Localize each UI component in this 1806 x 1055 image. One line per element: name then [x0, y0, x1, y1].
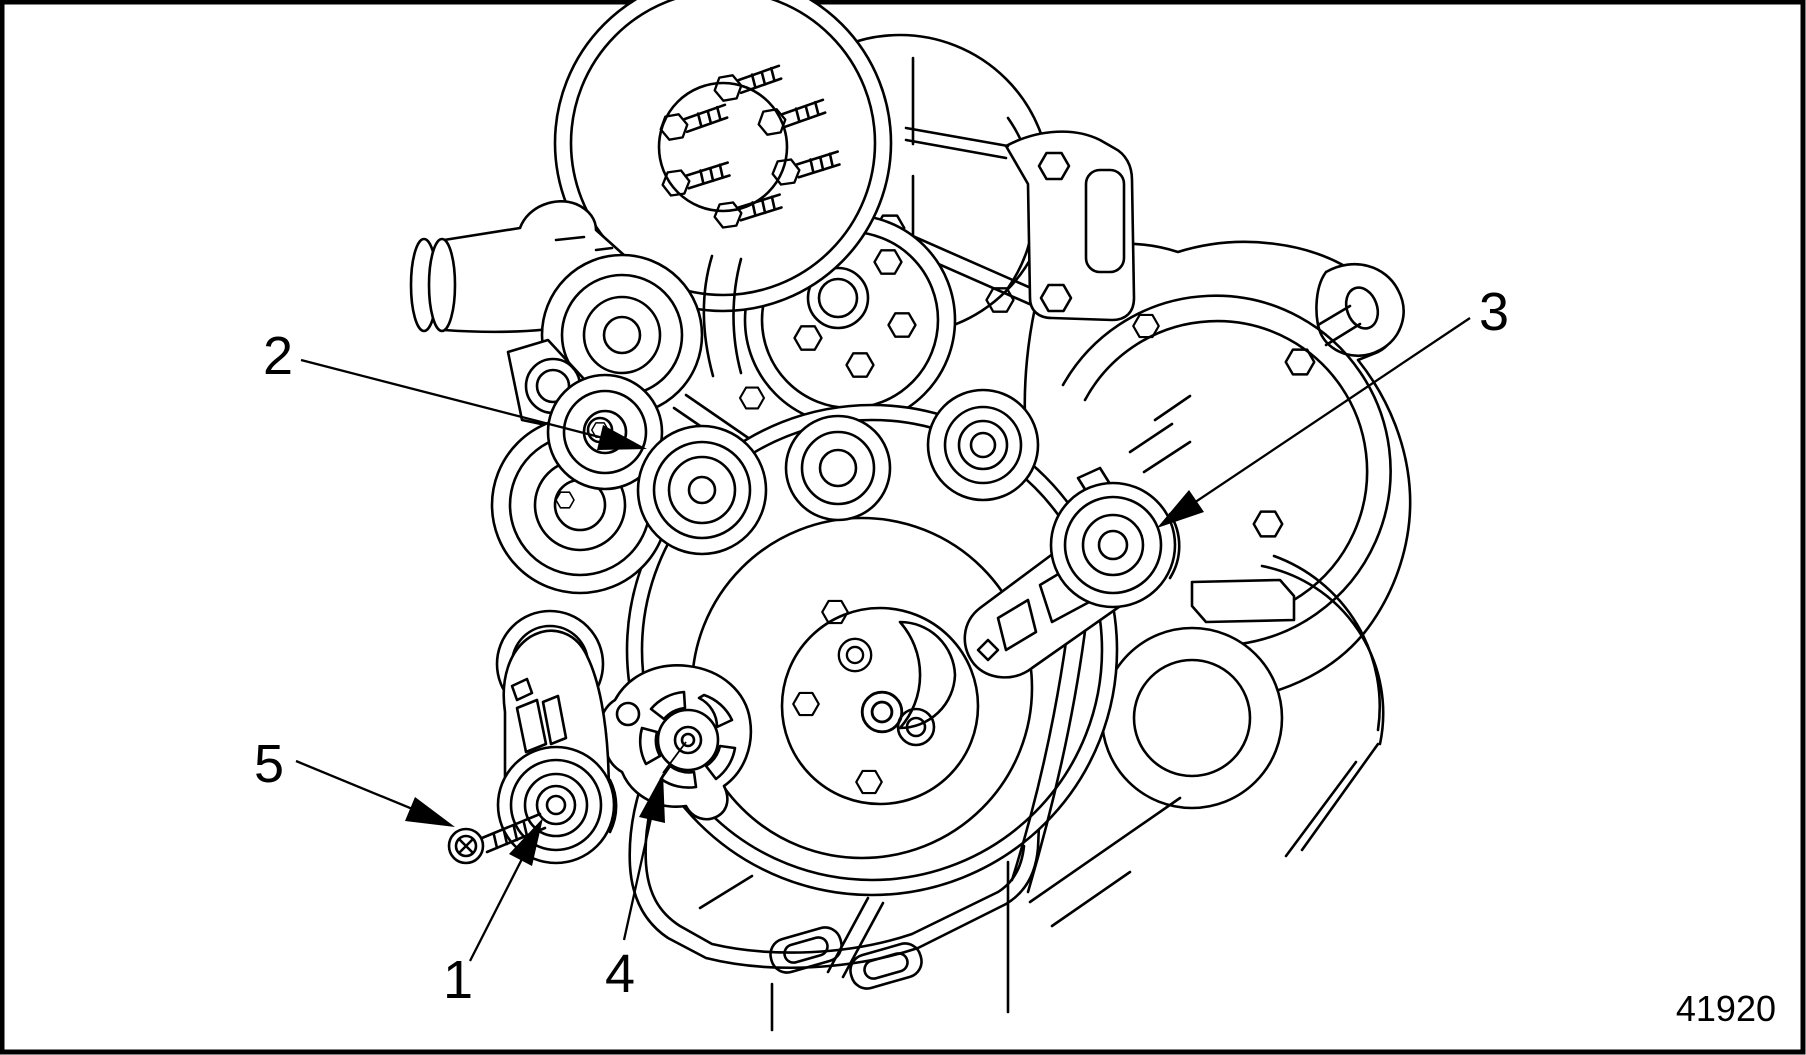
accessory-flange: [599, 664, 753, 821]
figure-number: 41920: [1676, 988, 1776, 1029]
callout-1-label: 1: [443, 950, 473, 1010]
ear-hole: [1344, 286, 1380, 330]
belt-tensioner-right: [963, 466, 1181, 679]
lower-tensioner-pulley: [496, 745, 618, 865]
callout-1-arrowhead: [509, 818, 543, 866]
callout-4-label: 4: [605, 944, 635, 1004]
lower-tensioner-arm: [502, 629, 611, 787]
callout-4: 4: [605, 741, 687, 1004]
callout-5-arrowhead: [405, 797, 455, 827]
callout-2: 2: [263, 326, 647, 450]
tensioner-bolt: [447, 812, 547, 865]
callout-5: 5: [254, 734, 455, 827]
access-boss: [1100, 554, 1385, 810]
callout-2-arrowhead: [597, 425, 647, 450]
callout-1: 1: [443, 818, 543, 1010]
idler-pulley-right: [926, 388, 1040, 502]
callout-4-arrowhead: [639, 773, 665, 823]
callout-3-label: 3: [1479, 282, 1509, 342]
fan-drive-hub: [553, 0, 893, 313]
housing-ear-lug: [1315, 262, 1405, 358]
callout-5-label: 5: [254, 734, 284, 794]
engine-line-art: [409, 0, 1412, 1032]
callout-2-label: 2: [263, 326, 293, 386]
callout-3: 3: [1157, 282, 1509, 528]
engine-mount-bracket: [904, 126, 1136, 322]
idler-pulley-mid: [784, 414, 892, 522]
surface-hatch-lines: [1128, 304, 1362, 474]
callout-3-arrowhead: [1157, 490, 1204, 528]
belt-tensioner-pulley: [636, 424, 768, 556]
